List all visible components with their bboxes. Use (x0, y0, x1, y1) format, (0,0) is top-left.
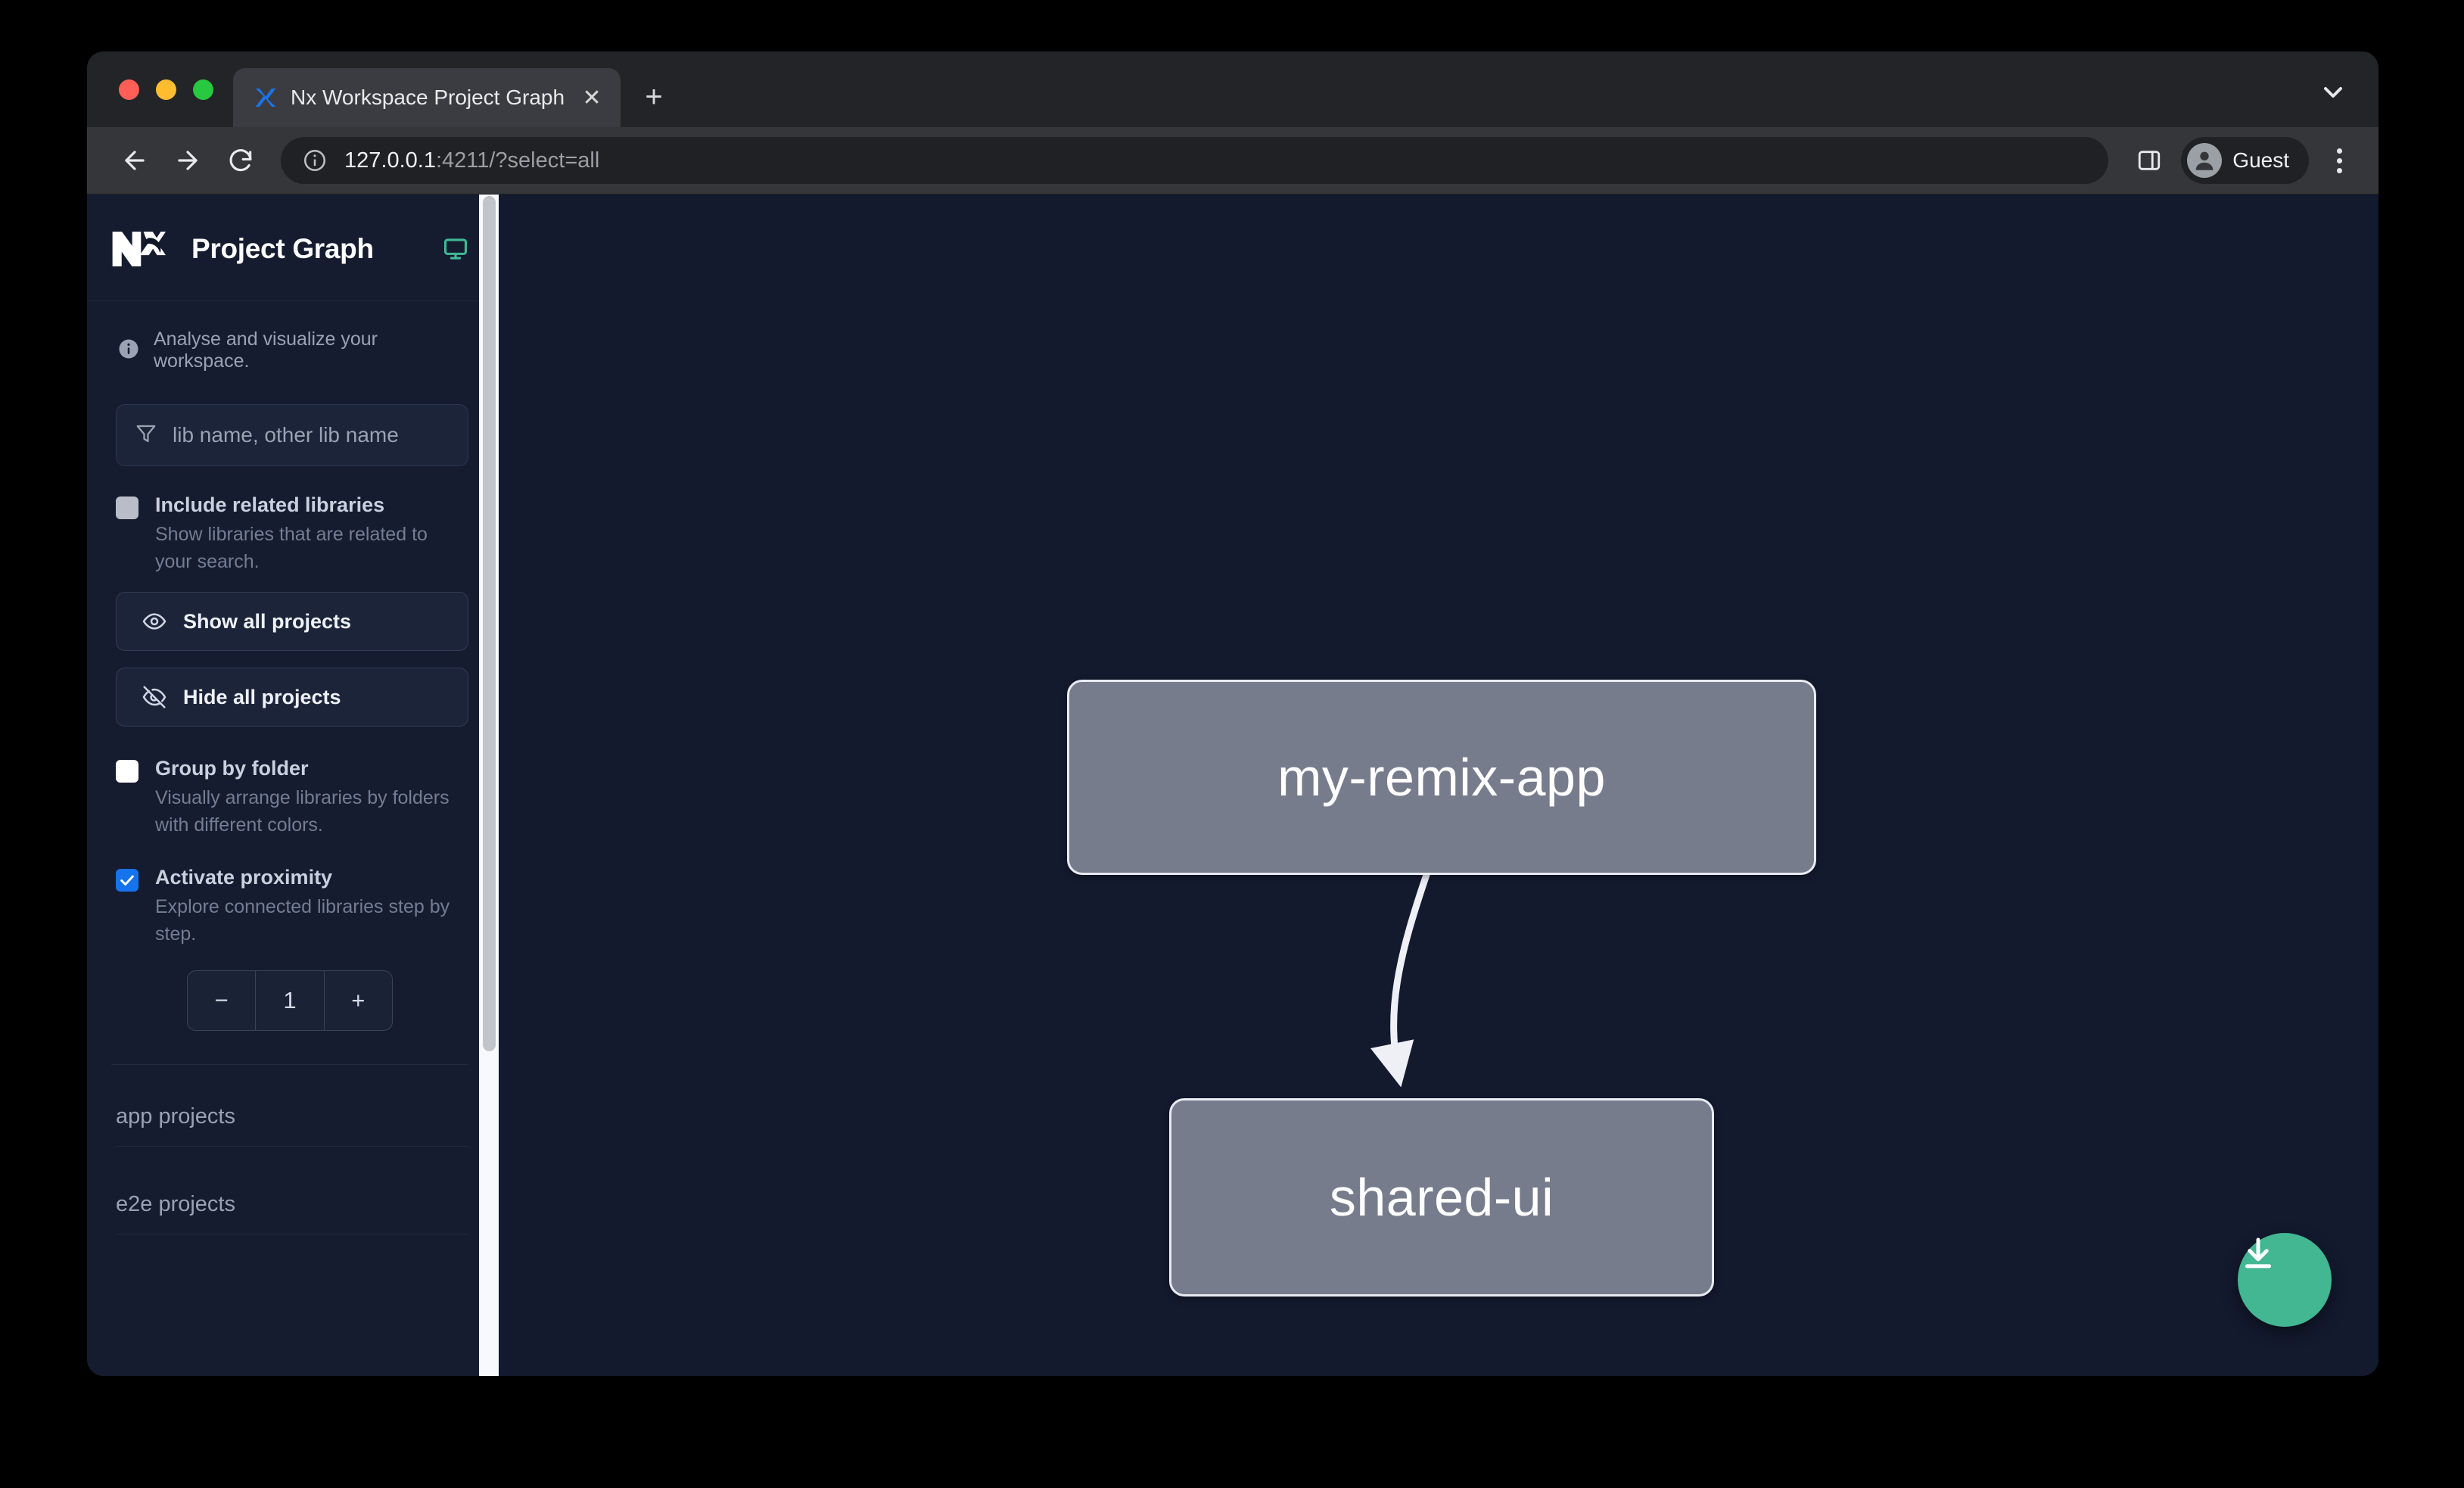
monitor-icon[interactable] (443, 236, 468, 262)
option-text: Activate proximity Explore connected lib… (155, 866, 468, 948)
url-text: 127.0.0.1:4211/?select=all (344, 148, 599, 173)
url-host: 127.0.0.1 (344, 148, 436, 173)
project-groups: app projects e2e projects (87, 1065, 499, 1280)
forward-arrow-icon[interactable] (164, 137, 211, 184)
site-info-icon[interactable] (302, 148, 328, 173)
new-tab-button[interactable]: + (645, 79, 663, 114)
sidebar-header: Project Graph (87, 195, 499, 301)
checkbox-include-related-libraries[interactable] (116, 497, 138, 519)
checkbox-activate-proximity[interactable] (116, 869, 138, 892)
side-panel-icon[interactable] (2128, 139, 2170, 182)
nx-logo-icon (111, 228, 166, 270)
workspace-hint-text: Analyse and visualize your workspace. (154, 328, 378, 372)
sidebar-scrollbar-thumb[interactable] (483, 196, 496, 1051)
minimize-window-button[interactable] (156, 79, 176, 100)
option-text: Include related libraries Show libraries… (155, 493, 468, 575)
close-tab-button[interactable]: ✕ (582, 85, 602, 111)
option-label: Activate proximity (155, 866, 333, 889)
back-arrow-icon[interactable] (111, 137, 158, 184)
tab-strip: Nx Workspace Project Graph ✕ + (87, 51, 2378, 127)
search-input-placeholder: lib name, other lib name (173, 423, 399, 447)
download-graph-button[interactable] (2238, 1233, 2332, 1327)
url-rest: :4211/?select=all (435, 148, 600, 173)
option-include-related-libraries[interactable]: Include related libraries Show libraries… (116, 493, 468, 575)
toolbar-right-group: Guest (2128, 137, 2359, 184)
eye-icon (142, 609, 166, 633)
option-label: Group by folder (155, 757, 309, 780)
browser-window: Nx Workspace Project Graph ✕ + (87, 51, 2378, 1376)
browser-tab[interactable]: Nx Workspace Project Graph ✕ (233, 68, 621, 127)
show-all-projects-label: Show all projects (183, 609, 352, 633)
checkbox-group-by-folder[interactable] (116, 760, 138, 783)
graph-node-my-remix-app[interactable]: my-remix-app (1067, 680, 1816, 875)
show-all-projects-button[interactable]: Show all projects (116, 592, 468, 652)
hide-all-projects-label: Hide all projects (183, 685, 341, 708)
project-graph-canvas[interactable]: my-remix-app shared-ui (499, 195, 2378, 1376)
graph-node-label: shared-ui (1329, 1168, 1554, 1227)
graph-edges (1370, 869, 1432, 1088)
graph-node-shared-ui[interactable]: shared-ui (1169, 1098, 1714, 1297)
address-bar[interactable]: 127.0.0.1:4211/?select=all (281, 137, 2109, 184)
sidebar-body: Analyse and visualize your workspace. li… (87, 301, 499, 1066)
proximity-value: 1 (255, 971, 325, 1031)
option-label: Include related libraries (155, 493, 385, 516)
sidebar: Project Graph Analy (87, 195, 499, 1376)
option-text: Group by folder Visually arrange librari… (155, 757, 468, 839)
graph-node-label: my-remix-app (1277, 748, 1606, 807)
profile-name: Guest (2232, 148, 2289, 172)
download-icon (2245, 1237, 2272, 1269)
page-title: Project Graph (191, 233, 374, 264)
option-activate-proximity[interactable]: Activate proximity Explore connected lib… (116, 866, 468, 948)
eye-off-icon (142, 685, 166, 709)
proximity-stepper: − 1 + (187, 970, 393, 1032)
chevron-down-icon[interactable] (2318, 77, 2348, 107)
close-window-button[interactable] (119, 79, 139, 100)
browser-toolbar: 127.0.0.1:4211/?select=all Guest (87, 127, 2378, 195)
profile-button[interactable]: Guest (2181, 137, 2309, 184)
info-icon (117, 338, 140, 364)
filter-funnel-icon (135, 422, 157, 449)
search-input[interactable]: lib name, other lib name (116, 404, 468, 466)
page-content: Project Graph Analy (87, 195, 2378, 1376)
person-avatar-icon (2187, 143, 2223, 178)
hide-all-projects-button[interactable]: Hide all projects (116, 668, 468, 727)
menu-dot (2336, 167, 2342, 173)
reload-icon[interactable] (217, 137, 264, 184)
graph-edge-my-remix-app-to-shared-ui (1370, 869, 1432, 1088)
tab-title: Nx Workspace Project Graph (291, 86, 565, 109)
proximity-decrement-button[interactable]: − (214, 987, 229, 1014)
window-controls (87, 51, 233, 127)
option-group-by-folder[interactable]: Group by folder Visually arrange librari… (116, 757, 468, 839)
option-description: Show libraries that are related to your … (155, 524, 428, 572)
option-description: Visually arrange libraries by folders wi… (155, 787, 450, 836)
workspace-hint: Analyse and visualize your workspace. (111, 301, 468, 395)
project-group-e2e[interactable]: e2e projects (116, 1192, 468, 1235)
maximize-window-button[interactable] (193, 79, 213, 100)
menu-dot (2336, 148, 2342, 154)
sidebar-divider (111, 1064, 468, 1066)
three-dot-menu-icon[interactable] (2319, 137, 2359, 184)
nx-favicon-icon (253, 85, 278, 111)
project-group-app[interactable]: app projects (116, 1104, 468, 1147)
sidebar-scrollbar[interactable] (479, 195, 499, 1376)
option-description: Explore connected libraries step by step… (155, 896, 450, 945)
proximity-increment-button[interactable]: + (351, 987, 366, 1014)
menu-dot (2336, 157, 2342, 163)
